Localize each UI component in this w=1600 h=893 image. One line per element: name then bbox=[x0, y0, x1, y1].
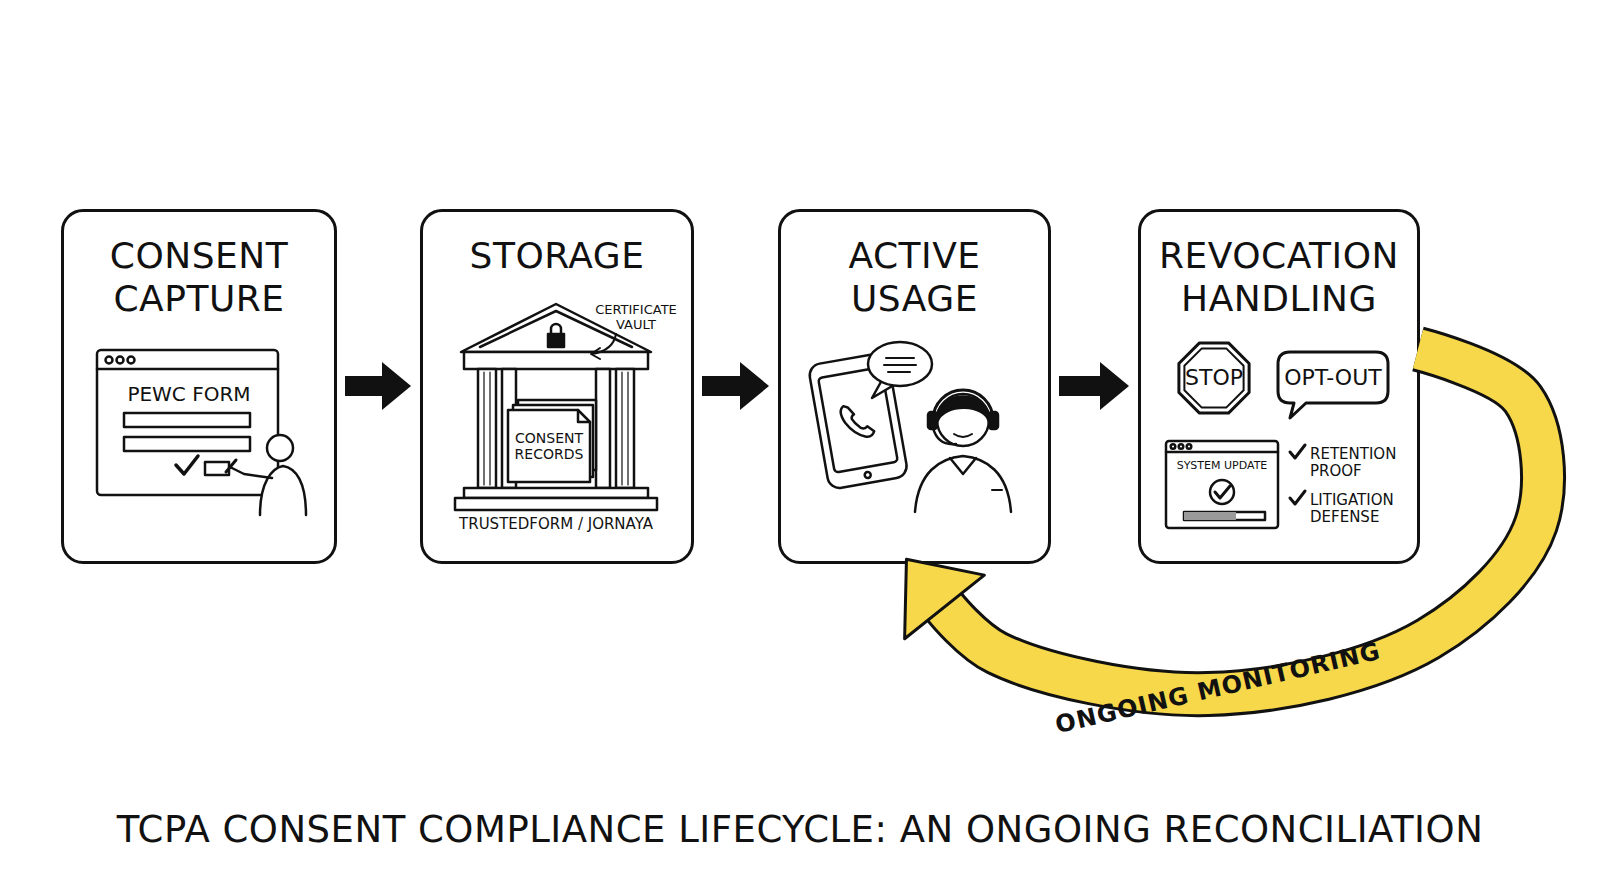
flow-arrow bbox=[702, 376, 741, 396]
support-agent-icon bbox=[915, 390, 1011, 512]
illustration-label: OPT-OUT bbox=[1284, 365, 1381, 390]
headset-mic bbox=[933, 428, 956, 444]
illustration-label: TRUSTEDFORM / JORNAYA bbox=[459, 516, 653, 533]
bubble-lines bbox=[884, 358, 916, 372]
building-column bbox=[596, 369, 610, 488]
illustration-label: CONSENT RECORDS bbox=[509, 430, 589, 462]
opt-out-bubble bbox=[1278, 352, 1388, 418]
form-window-icon bbox=[97, 350, 278, 495]
stop-sign bbox=[1179, 343, 1249, 413]
check-mark bbox=[1290, 445, 1305, 458]
stage-box: STORAGE bbox=[420, 209, 694, 564]
record-paper bbox=[518, 400, 596, 470]
building-roof bbox=[461, 304, 651, 352]
success-check bbox=[1215, 486, 1230, 498]
document-fold bbox=[578, 410, 590, 422]
flow-arrow bbox=[1059, 376, 1101, 396]
edge-label: ONGOING MONITORING bbox=[1053, 637, 1384, 739]
flow-arrow bbox=[345, 376, 383, 396]
form-field bbox=[124, 413, 250, 427]
update-window bbox=[1166, 441, 1278, 528]
stage-heading: CONSENT CAPTURE bbox=[64, 212, 334, 320]
illustration-label: STOP bbox=[1185, 365, 1243, 390]
building-column bbox=[478, 369, 496, 488]
illustration-label: PEWC FORM bbox=[127, 383, 250, 406]
record-paper bbox=[513, 405, 593, 477]
phone-body bbox=[808, 352, 909, 490]
success-circle bbox=[1210, 480, 1234, 504]
headset-ear bbox=[989, 412, 998, 429]
building-step bbox=[464, 488, 648, 498]
agent-pocket bbox=[992, 489, 1002, 491]
callout-arrowhead bbox=[591, 348, 600, 359]
column-fluting bbox=[484, 372, 628, 485]
window-dot bbox=[1179, 444, 1184, 449]
person-head bbox=[267, 435, 293, 461]
illustration-label: RETENTION PROOF bbox=[1310, 446, 1420, 481]
pen bbox=[226, 460, 236, 472]
check-mark bbox=[1290, 491, 1305, 504]
illustration-label: CERTIFICATE VAULT bbox=[590, 303, 682, 333]
building-column bbox=[616, 369, 634, 488]
stop-sign-inner bbox=[1184, 348, 1243, 407]
person-body bbox=[260, 466, 306, 515]
window-dot bbox=[117, 357, 124, 364]
headset-band bbox=[933, 390, 993, 420]
arrow-outline bbox=[945, 349, 1543, 694]
stage-box: CONSENT CAPTURE bbox=[61, 209, 337, 564]
stage-heading: REVOCATION HANDLING bbox=[1141, 212, 1417, 320]
window-dot bbox=[1171, 444, 1176, 449]
form-window bbox=[97, 350, 278, 495]
illustration-label: LITIGATION DEFENSE bbox=[1310, 492, 1420, 527]
window-title-bar bbox=[97, 368, 278, 371]
window-dot bbox=[128, 357, 135, 364]
monitoring-loop-arrow bbox=[945, 349, 1543, 694]
diagram-title: TCPA CONSENT COMPLIANCE LIFECYCLE: AN ON… bbox=[117, 808, 1484, 851]
building-entablature bbox=[464, 352, 648, 369]
building-step bbox=[455, 498, 657, 510]
person-signing-icon bbox=[226, 435, 306, 515]
callout-leader bbox=[592, 334, 616, 354]
headset-ear bbox=[928, 412, 937, 429]
progress-fill bbox=[1184, 512, 1236, 520]
stage-heading: ACTIVE USAGE bbox=[781, 212, 1048, 320]
progress-bar bbox=[1184, 512, 1265, 520]
building-column bbox=[502, 369, 516, 488]
record-document bbox=[508, 410, 590, 482]
stage-box: REVOCATION HANDLING bbox=[1138, 209, 1420, 564]
window-title-bar bbox=[1166, 451, 1278, 454]
agent-smile bbox=[954, 434, 972, 437]
update-window-icon bbox=[1166, 441, 1278, 528]
window-dot bbox=[106, 357, 113, 364]
roof-inner-line bbox=[480, 311, 632, 347]
stage-heading: STORAGE bbox=[423, 212, 691, 277]
lock-body bbox=[548, 334, 564, 347]
agent-collar bbox=[950, 458, 976, 474]
window-dot bbox=[1187, 444, 1192, 449]
phone-screen bbox=[818, 367, 898, 473]
phone-button bbox=[864, 472, 871, 479]
phone-icon bbox=[808, 352, 909, 490]
person-arm bbox=[230, 467, 272, 478]
vault-building-icon bbox=[455, 304, 657, 510]
signature-box bbox=[205, 462, 229, 475]
illustration-label: SYSTEM UPDATE bbox=[1177, 460, 1268, 473]
check-mark bbox=[176, 456, 198, 474]
speech-bubble-icon bbox=[868, 342, 932, 398]
stage-box: ACTIVE USAGE bbox=[778, 209, 1051, 564]
form-field bbox=[124, 437, 250, 451]
agent-head bbox=[937, 394, 989, 446]
handset-symbol bbox=[840, 402, 875, 441]
agent-body bbox=[915, 456, 1011, 512]
bubble-tail bbox=[872, 380, 894, 398]
agent-hair bbox=[937, 397, 989, 423]
speech-bubble bbox=[868, 342, 932, 386]
lock-shackle bbox=[551, 324, 561, 334]
